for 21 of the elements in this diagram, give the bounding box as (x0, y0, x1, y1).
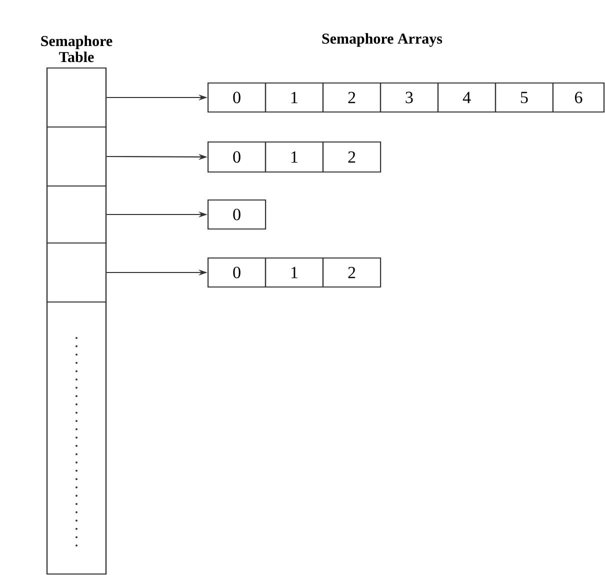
table-slot (46, 185, 107, 244)
array-cell: 6 (552, 82, 605, 113)
table-slot (46, 301, 107, 575)
array-cell: 4 (438, 82, 496, 113)
array-cell: 0 (208, 257, 266, 288)
array-cell: 0 (208, 199, 266, 230)
table-slot (46, 242, 107, 303)
array-cell: 3 (380, 82, 438, 113)
array-cell: 0 (208, 82, 266, 113)
array-cell: 2 (322, 257, 382, 288)
array-cell: 1 (264, 141, 324, 173)
table-heading: Semaphore Table (41, 36, 112, 62)
array-cell: 1 (264, 82, 324, 113)
heading: Semaphore Arrays (322, 33, 442, 47)
array-cell: 5 (494, 82, 554, 113)
table-slot (46, 67, 107, 128)
array-cell: 1 (264, 257, 324, 288)
array-cell: 0 (208, 141, 266, 173)
array-cell: 2 (322, 141, 382, 173)
array-cell: 2 (322, 82, 382, 113)
table-slot (46, 126, 107, 187)
